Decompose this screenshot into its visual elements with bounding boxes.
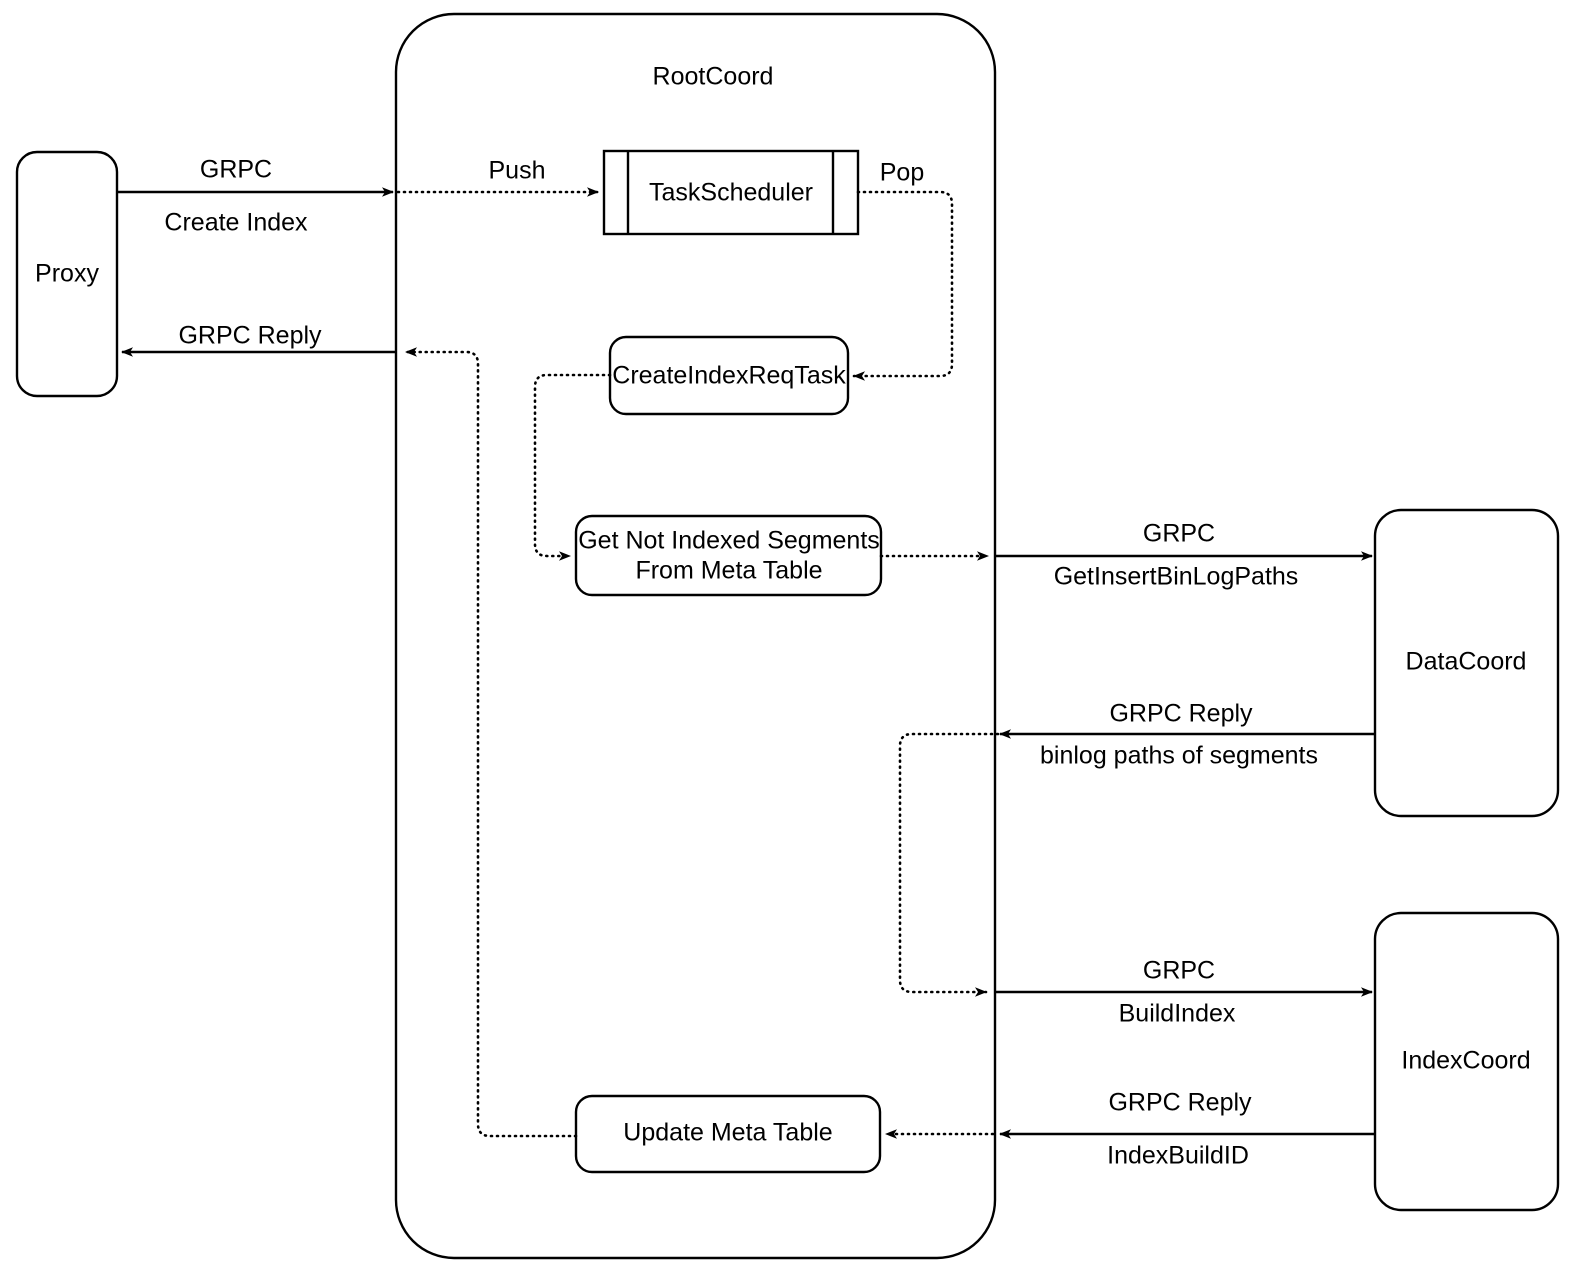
- datacoord-box[interactable]: [1373, 508, 1560, 818]
- container-rootcoord: RootCoord: [394, 12, 997, 1260]
- edge-pop-line: [852, 190, 954, 381]
- node-proxy[interactable]: Proxy: [15, 150, 119, 398]
- edge-label-pop: Pop: [880, 159, 924, 187]
- edge-push-to-scheduler: Push: [396, 157, 600, 197]
- edge-rootcoord-to-proxy: GRPC Reply: [121, 322, 396, 357]
- indexcoord-box[interactable]: [1373, 911, 1560, 1212]
- create-index-req-task-label: CreateIndexReqTask: [612, 362, 846, 390]
- edge-indexcoord-to-rootcoord: GRPC Reply IndexBuildID: [999, 1089, 1375, 1170]
- edge-label-binlog-paths: binlog paths of segments: [1040, 742, 1318, 770]
- edge-reply-loop-line: [898, 732, 1000, 997]
- edge-label-grpc-2: GRPC: [1143, 520, 1215, 548]
- edge-label-get-insert-binlog-paths: GetInsertBinLogPaths: [1054, 563, 1299, 591]
- edge-pop-to-task: Pop: [852, 159, 954, 381]
- update-meta-table-label: Update Meta Table: [623, 1119, 832, 1147]
- rootcoord-label: RootCoord: [653, 63, 774, 91]
- indexcoord-label: IndexCoord: [1401, 1047, 1530, 1075]
- edge-reply-loop-to-buildindex: [898, 732, 1000, 997]
- edge-task-to-get-segments: [533, 373, 612, 561]
- get-not-indexed-segments-label-line1: Get Not Indexed Segments: [578, 527, 880, 555]
- edge-label-grpc-reply: GRPC Reply: [178, 322, 322, 350]
- node-create-index-req-task[interactable]: CreateIndexReqTask: [608, 335, 850, 416]
- edge-proxy-to-rootcoord: GRPC Create Index: [117, 156, 394, 237]
- edge-task-to-get-segments-line: [533, 373, 612, 561]
- edge-label-grpc-reply-2: GRPC Reply: [1109, 700, 1253, 728]
- edge-update-meta-to-reply: [404, 347, 578, 1138]
- edge-datacoord-to-rootcoord: GRPC Reply binlog paths of segments: [999, 700, 1375, 770]
- edge-rootcoord-to-indexcoord: GRPC BuildIndex: [995, 957, 1373, 1028]
- proxy-box[interactable]: [15, 150, 119, 398]
- datacoord-label: DataCoord: [1406, 648, 1527, 676]
- edge-label-index-build-id: IndexBuildID: [1107, 1142, 1249, 1170]
- edge-rootcoord-to-datacoord: GRPC GetInsertBinLogPaths: [995, 520, 1373, 591]
- edge-label-grpc-reply-3: GRPC Reply: [1108, 1089, 1252, 1117]
- update-meta-table-box[interactable]: [574, 1094, 882, 1174]
- edge-label-grpc-3: GRPC: [1143, 957, 1215, 985]
- node-task-scheduler[interactable]: TaskScheduler: [602, 149, 860, 236]
- proxy-label: Proxy: [35, 260, 99, 288]
- task-scheduler-label: TaskScheduler: [649, 179, 813, 207]
- node-datacoord[interactable]: DataCoord: [1373, 508, 1560, 818]
- rootcoord-container-outline: [394, 12, 997, 1260]
- node-get-not-indexed-segments[interactable]: Get Not Indexed Segments From Meta Table: [574, 514, 883, 597]
- edge-label-push: Push: [489, 157, 546, 185]
- node-update-meta-table[interactable]: Update Meta Table: [574, 1094, 882, 1174]
- get-not-indexed-segments-label-line2: From Meta Table: [635, 557, 822, 585]
- edge-label-create-index: Create Index: [164, 209, 308, 237]
- node-indexcoord[interactable]: IndexCoord: [1373, 911, 1560, 1212]
- edge-label-grpc: GRPC: [200, 156, 272, 184]
- edge-label-build-index: BuildIndex: [1119, 1000, 1236, 1028]
- edge-update-meta-to-reply-line: [404, 347, 578, 1138]
